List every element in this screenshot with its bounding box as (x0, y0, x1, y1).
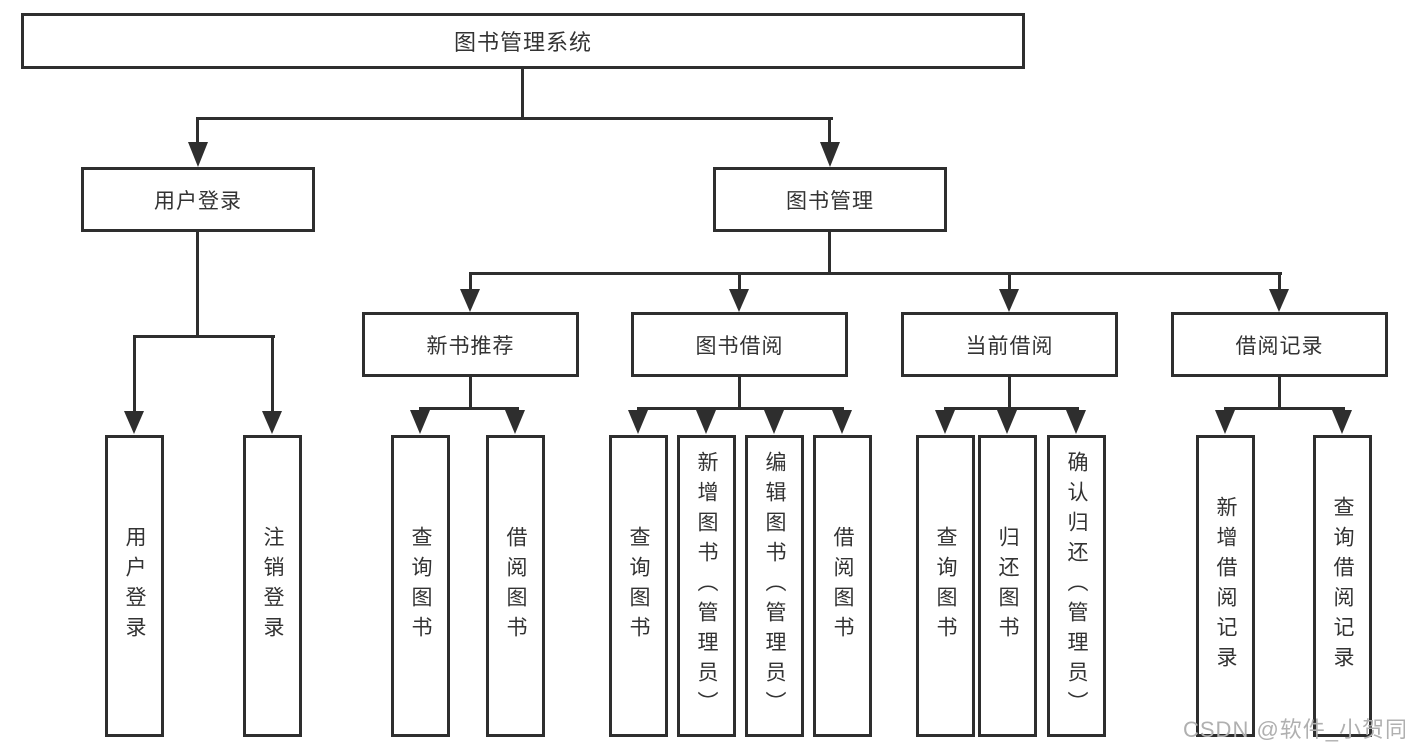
connector-line (637, 407, 844, 410)
node-borrow-records: 借阅记录 (1171, 312, 1388, 377)
leaf-add-books-admin-label: 新增图书（管理员） (695, 451, 718, 721)
arrowhead-down-icon (1269, 289, 1289, 312)
leaf-add-books-admin: 新增图书（管理员） (677, 435, 736, 737)
connector-line (1224, 407, 1345, 410)
connector-line (521, 69, 524, 120)
node-book-management: 图书管理 (713, 167, 947, 232)
node-user-login: 用户登录 (81, 167, 315, 232)
arrowhead-down-icon (1066, 410, 1086, 434)
connector-line (1008, 377, 1011, 410)
arrowhead-down-icon (764, 410, 784, 434)
connector-line (828, 117, 831, 142)
leaf-confirm-return-admin-label: 确认归还（管理员） (1065, 451, 1088, 721)
arrowhead-down-icon (999, 289, 1019, 312)
leaf-add-borrow-record-label: 新增借阅记录 (1214, 496, 1237, 676)
node-current-borrowing: 当前借阅 (901, 312, 1118, 377)
connector-line (419, 407, 519, 410)
connector-line (828, 232, 831, 275)
leaf-query-books-recommend-label: 查询图书 (409, 526, 432, 646)
leaf-query-books-current-label: 查询图书 (934, 526, 957, 646)
arrowhead-down-icon (729, 289, 749, 312)
leaf-borrow-books-borrowing-label: 借阅图书 (831, 526, 854, 646)
connector-line (1278, 377, 1281, 410)
leaf-return-books-label: 归还图书 (996, 526, 1019, 646)
leaf-borrow-books-recommend-label: 借阅图书 (504, 526, 527, 646)
leaf-confirm-return-admin: 确认归还（管理员） (1047, 435, 1106, 737)
leaf-edit-books-admin-label: 编辑图书（管理员） (763, 451, 786, 721)
connector-line (196, 117, 199, 142)
node-book-borrowing: 图书借阅 (631, 312, 848, 377)
leaf-logout-label: 注销登录 (261, 526, 284, 646)
arrowhead-down-icon (1215, 410, 1235, 434)
arrowhead-down-icon (832, 410, 852, 434)
arrowhead-down-icon (188, 142, 208, 167)
connector-line (196, 232, 199, 338)
arrowhead-down-icon (820, 142, 840, 167)
connector-line (469, 377, 472, 410)
connector-line (1008, 272, 1011, 289)
connector-line (738, 272, 741, 289)
leaf-logout: 注销登录 (243, 435, 302, 737)
connector-line (133, 335, 136, 411)
arrowhead-down-icon (696, 410, 716, 434)
leaf-query-books-borrowing: 查询图书 (609, 435, 668, 737)
leaf-query-books-borrowing-label: 查询图书 (627, 526, 650, 646)
arrowhead-down-icon (124, 411, 144, 434)
leaf-borrow-books-borrowing: 借阅图书 (813, 435, 872, 737)
arrowhead-down-icon (460, 289, 480, 312)
connector-line (196, 117, 833, 120)
leaf-return-books: 归还图书 (978, 435, 1037, 737)
node-root: 图书管理系统 (21, 13, 1025, 69)
leaf-query-books-current: 查询图书 (916, 435, 975, 737)
connector-line (738, 377, 741, 410)
leaf-user-login: 用户登录 (105, 435, 164, 737)
leaf-edit-books-admin: 编辑图书（管理员） (745, 435, 804, 737)
leaf-query-borrow-record-label: 查询借阅记录 (1331, 496, 1354, 676)
node-new-book-recommendation: 新书推荐 (362, 312, 579, 377)
leaf-query-books-recommend: 查询图书 (391, 435, 450, 737)
watermark: CSDN @软件_小贺同学 (1183, 717, 1405, 742)
leaf-user-login-label: 用户登录 (123, 526, 146, 646)
connector-line (271, 335, 274, 411)
arrowhead-down-icon (935, 410, 955, 434)
connector-line (133, 335, 275, 338)
leaf-add-borrow-record: 新增借阅记录 (1196, 435, 1255, 737)
connector-line (469, 272, 1282, 275)
arrowhead-down-icon (1332, 410, 1352, 434)
connector-line (1278, 272, 1281, 289)
leaf-borrow-books-recommend: 借阅图书 (486, 435, 545, 737)
connector-line (469, 272, 472, 289)
arrowhead-down-icon (410, 410, 430, 434)
arrowhead-down-icon (628, 410, 648, 434)
arrowhead-down-icon (505, 410, 525, 434)
arrowhead-down-icon (997, 410, 1017, 434)
connector-line (944, 407, 1079, 410)
leaf-query-borrow-record: 查询借阅记录 (1313, 435, 1372, 737)
arrowhead-down-icon (262, 411, 282, 434)
